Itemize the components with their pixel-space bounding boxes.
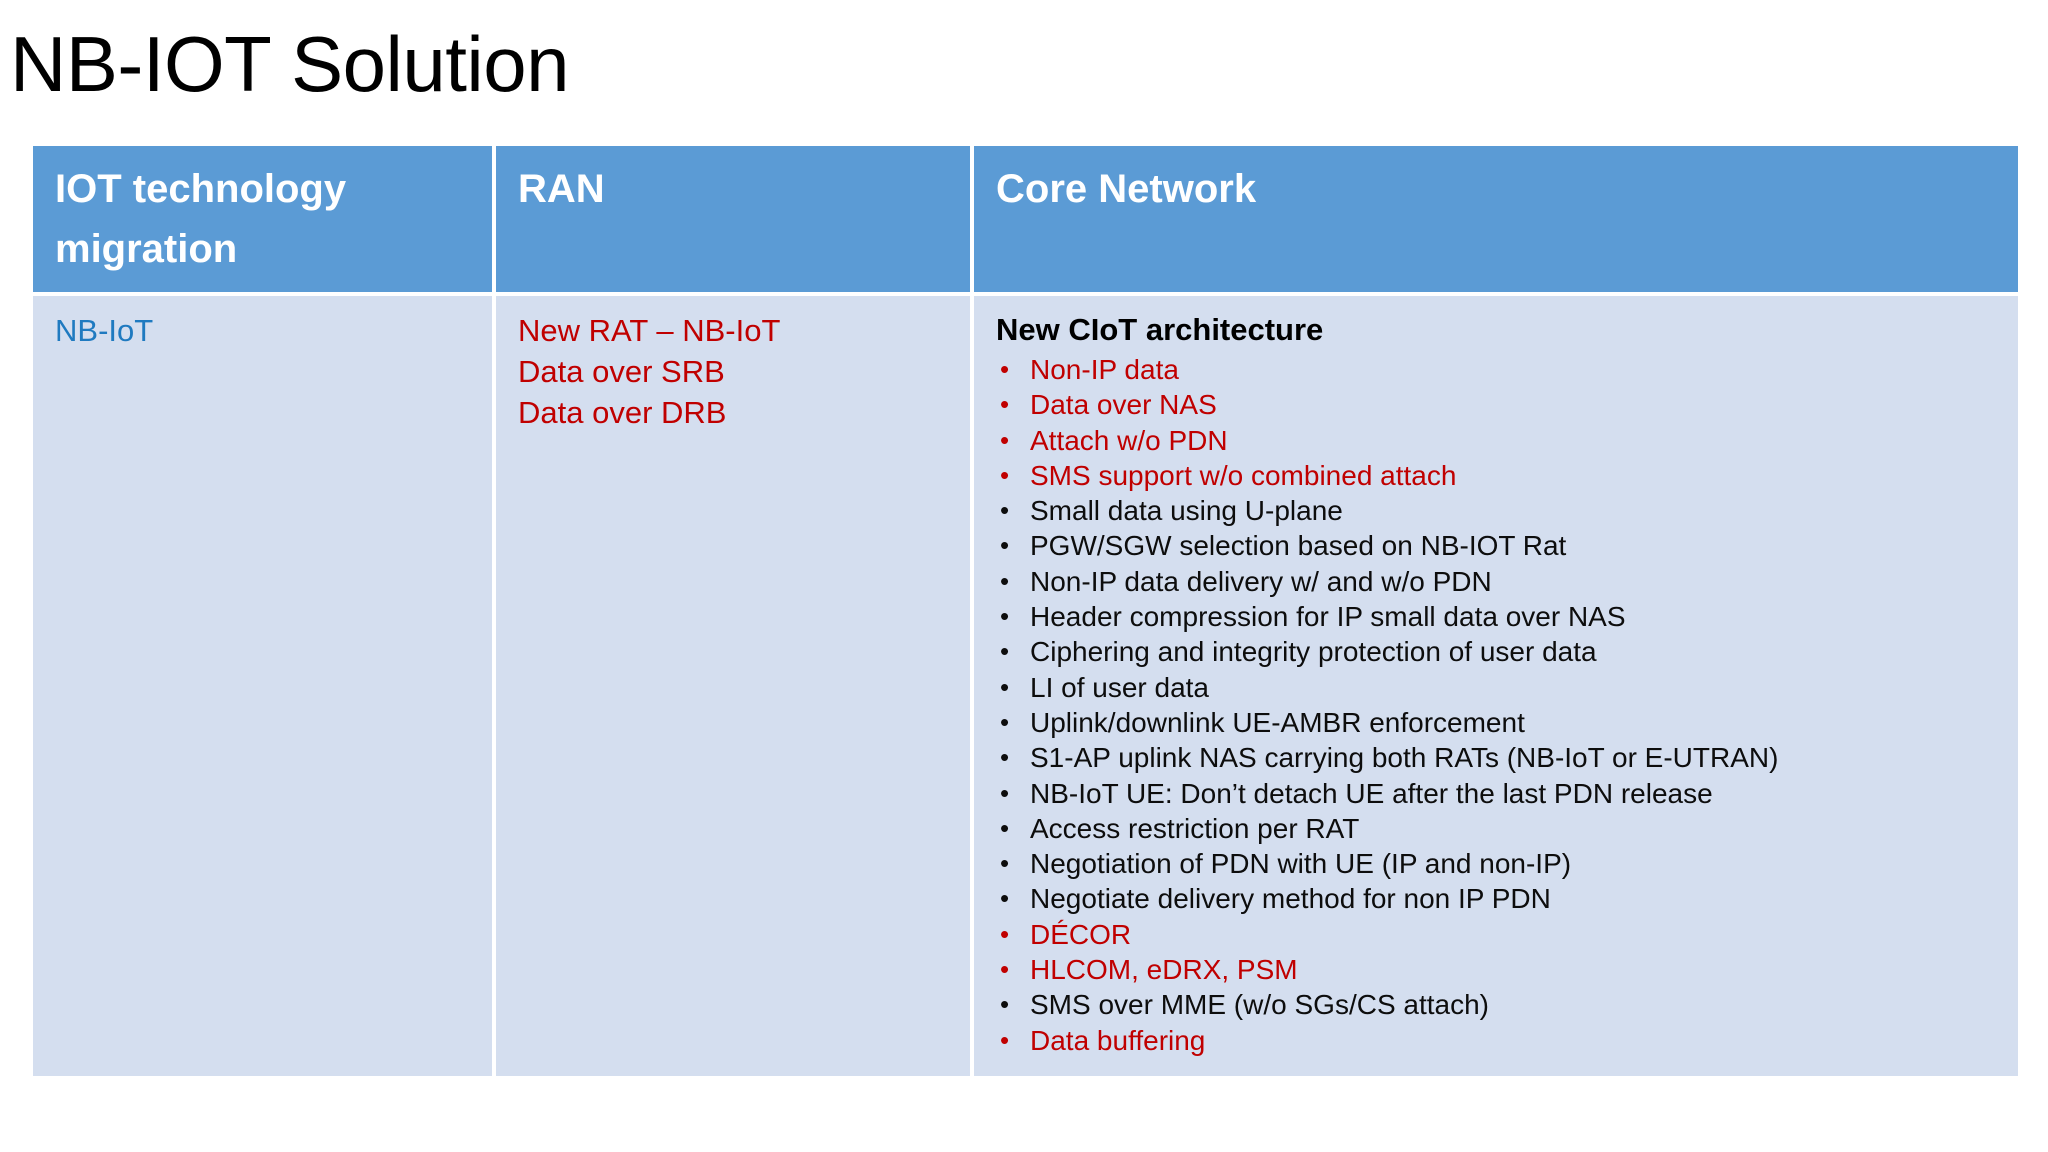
list-item: LI of user data [996,670,2018,706]
column-header-line-1: Core Network [996,167,1257,211]
list-item: Uplink/downlink UE-AMBR enforcement [996,705,2018,741]
cell-line-new-rat: New RAT – NB-IoT [518,313,781,348]
core-network-bullet-list: Non-IP data Data over NAS Attach w/o PDN… [996,352,2018,1058]
comparison-table-container: IOT technology migration RAN Core Networ… [33,146,2018,1076]
list-item: Non-IP data [996,352,2018,388]
list-item: DÉCOR [996,917,2018,953]
cell-line-nb-iot: NB-IoT [55,313,154,348]
list-item: Negotiation of PDN with UE (IP and non-I… [996,846,2018,882]
list-item: Small data using U-plane [996,493,2018,529]
table-header-row: IOT technology migration RAN Core Networ… [33,146,2018,294]
list-item: Negotiate delivery method for non IP PDN [996,881,2018,917]
list-item: PGW/SGW selection based on NB-IOT Rat [996,528,2018,564]
column-header-line-1: IOT technology [55,167,347,211]
list-item: SMS over MME (w/o SGs/CS attach) [996,987,2018,1023]
column-header-core-network: Core Network [972,146,2018,294]
cell-iot-technology: NB-IoT [33,292,496,1076]
column-header-iot-technology-migration: IOT technology migration [33,146,496,294]
cell-ran: New RAT – NB-IoT Data over SRB Data over… [494,292,974,1076]
column-header-ran: RAN [494,146,974,294]
list-item: Access restriction per RAT [996,811,2018,847]
table-row: NB-IoT New RAT – NB-IoT Data over SRB Da… [33,292,2018,1076]
cell-core-network: New CIoT architecture Non-IP data Data o… [972,292,2018,1076]
list-item: Data buffering [996,1023,2018,1059]
column-header-line-1: RAN [518,167,605,211]
list-item: Ciphering and integrity protection of us… [996,634,2018,670]
list-item: HLCOM, eDRX, PSM [996,952,2018,988]
cell-line-data-over-srb: Data over SRB [518,354,725,389]
list-item: Data over NAS [996,387,2018,423]
list-item: Attach w/o PDN [996,423,2018,459]
list-item: Header compression for IP small data ove… [996,599,2018,635]
column-header-line-2: migration [55,227,238,271]
cell-line-data-over-drb: Data over DRB [518,395,727,430]
list-item: SMS support w/o combined attach [996,458,2018,494]
comparison-table: IOT technology migration RAN Core Networ… [33,146,2018,1076]
core-network-heading: New CIoT architecture [996,312,1324,347]
page-title: NB-IOT Solution [10,20,569,108]
list-item: NB-IoT UE: Don’t detach UE after the las… [996,776,2018,812]
table-body: NB-IoT New RAT – NB-IoT Data over SRB Da… [33,292,2018,1076]
list-item: Non-IP data delivery w/ and w/o PDN [996,564,2018,600]
list-item: S1-AP uplink NAS carrying both RATs (NB-… [996,740,2018,776]
